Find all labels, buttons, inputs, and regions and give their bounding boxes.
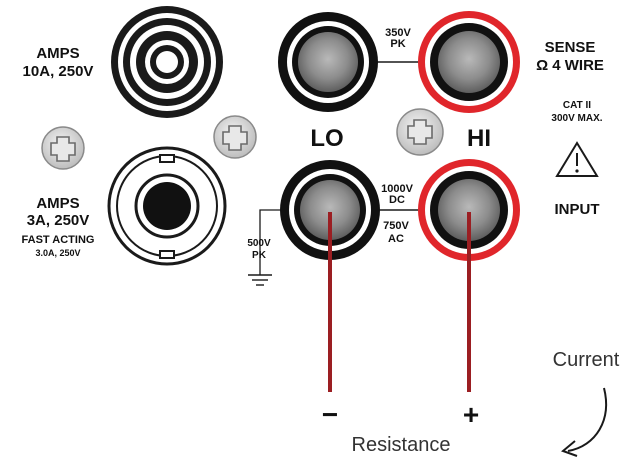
screw-center-left-icon <box>213 115 257 159</box>
warning-triangle-icon <box>555 141 599 177</box>
amps-3a-label-line2: 3A, 250V <box>27 212 90 229</box>
rating-750v-line2: AC <box>388 233 404 245</box>
amps-10a-label-line1: AMPS <box>36 45 79 62</box>
sense-label-line1: SENSE <box>545 39 596 56</box>
input-label: INPUT <box>555 201 600 218</box>
rating-1000v-line2: DC <box>389 194 405 206</box>
sense-label-line2: Ω 4 WIRE <box>536 57 604 74</box>
lo-label: LO <box>310 125 343 152</box>
cat-rating-line1: CAT II <box>563 100 591 111</box>
rating-350v-line2: PK <box>390 38 405 50</box>
hi-label: HI <box>467 125 491 152</box>
rating-750v-line1: 750V <box>383 220 409 232</box>
screw-left-icon <box>41 126 85 170</box>
amps-10a-label-line2: 10A, 250V <box>23 63 94 80</box>
input-hi-terminal[interactable] <box>418 159 520 261</box>
plus-sign: + <box>463 399 479 430</box>
resistance-label: Resistance <box>352 434 451 456</box>
amps-3a-label-line3: FAST ACTING <box>22 234 95 246</box>
fuse-holder-3a[interactable] <box>107 146 227 266</box>
rating-350v-line1: 350V <box>385 27 411 39</box>
curved-arrow-icon <box>561 387 608 457</box>
amps-3a-label-line4: 3.0A, 250V <box>35 248 80 258</box>
sense-hi-terminal[interactable] <box>418 11 520 113</box>
rating-500v-line2: PK <box>252 250 267 261</box>
amps-3a-label-line1: AMPS <box>36 195 79 212</box>
input-lo-terminal[interactable] <box>280 160 380 260</box>
rating-1000v-line1: 1000V <box>381 183 413 195</box>
screw-center-right-icon <box>396 108 444 156</box>
ground-icon <box>248 274 272 286</box>
amps-10a-terminal[interactable] <box>111 6 223 118</box>
rating-500v-line1: 500V <box>247 238 271 249</box>
sense-lo-terminal[interactable] <box>278 12 378 112</box>
minus-sign: − <box>322 399 338 430</box>
current-label: Current <box>553 349 620 371</box>
cat-rating-line2: 300V MAX. <box>551 113 602 124</box>
ground-line <box>259 209 283 275</box>
